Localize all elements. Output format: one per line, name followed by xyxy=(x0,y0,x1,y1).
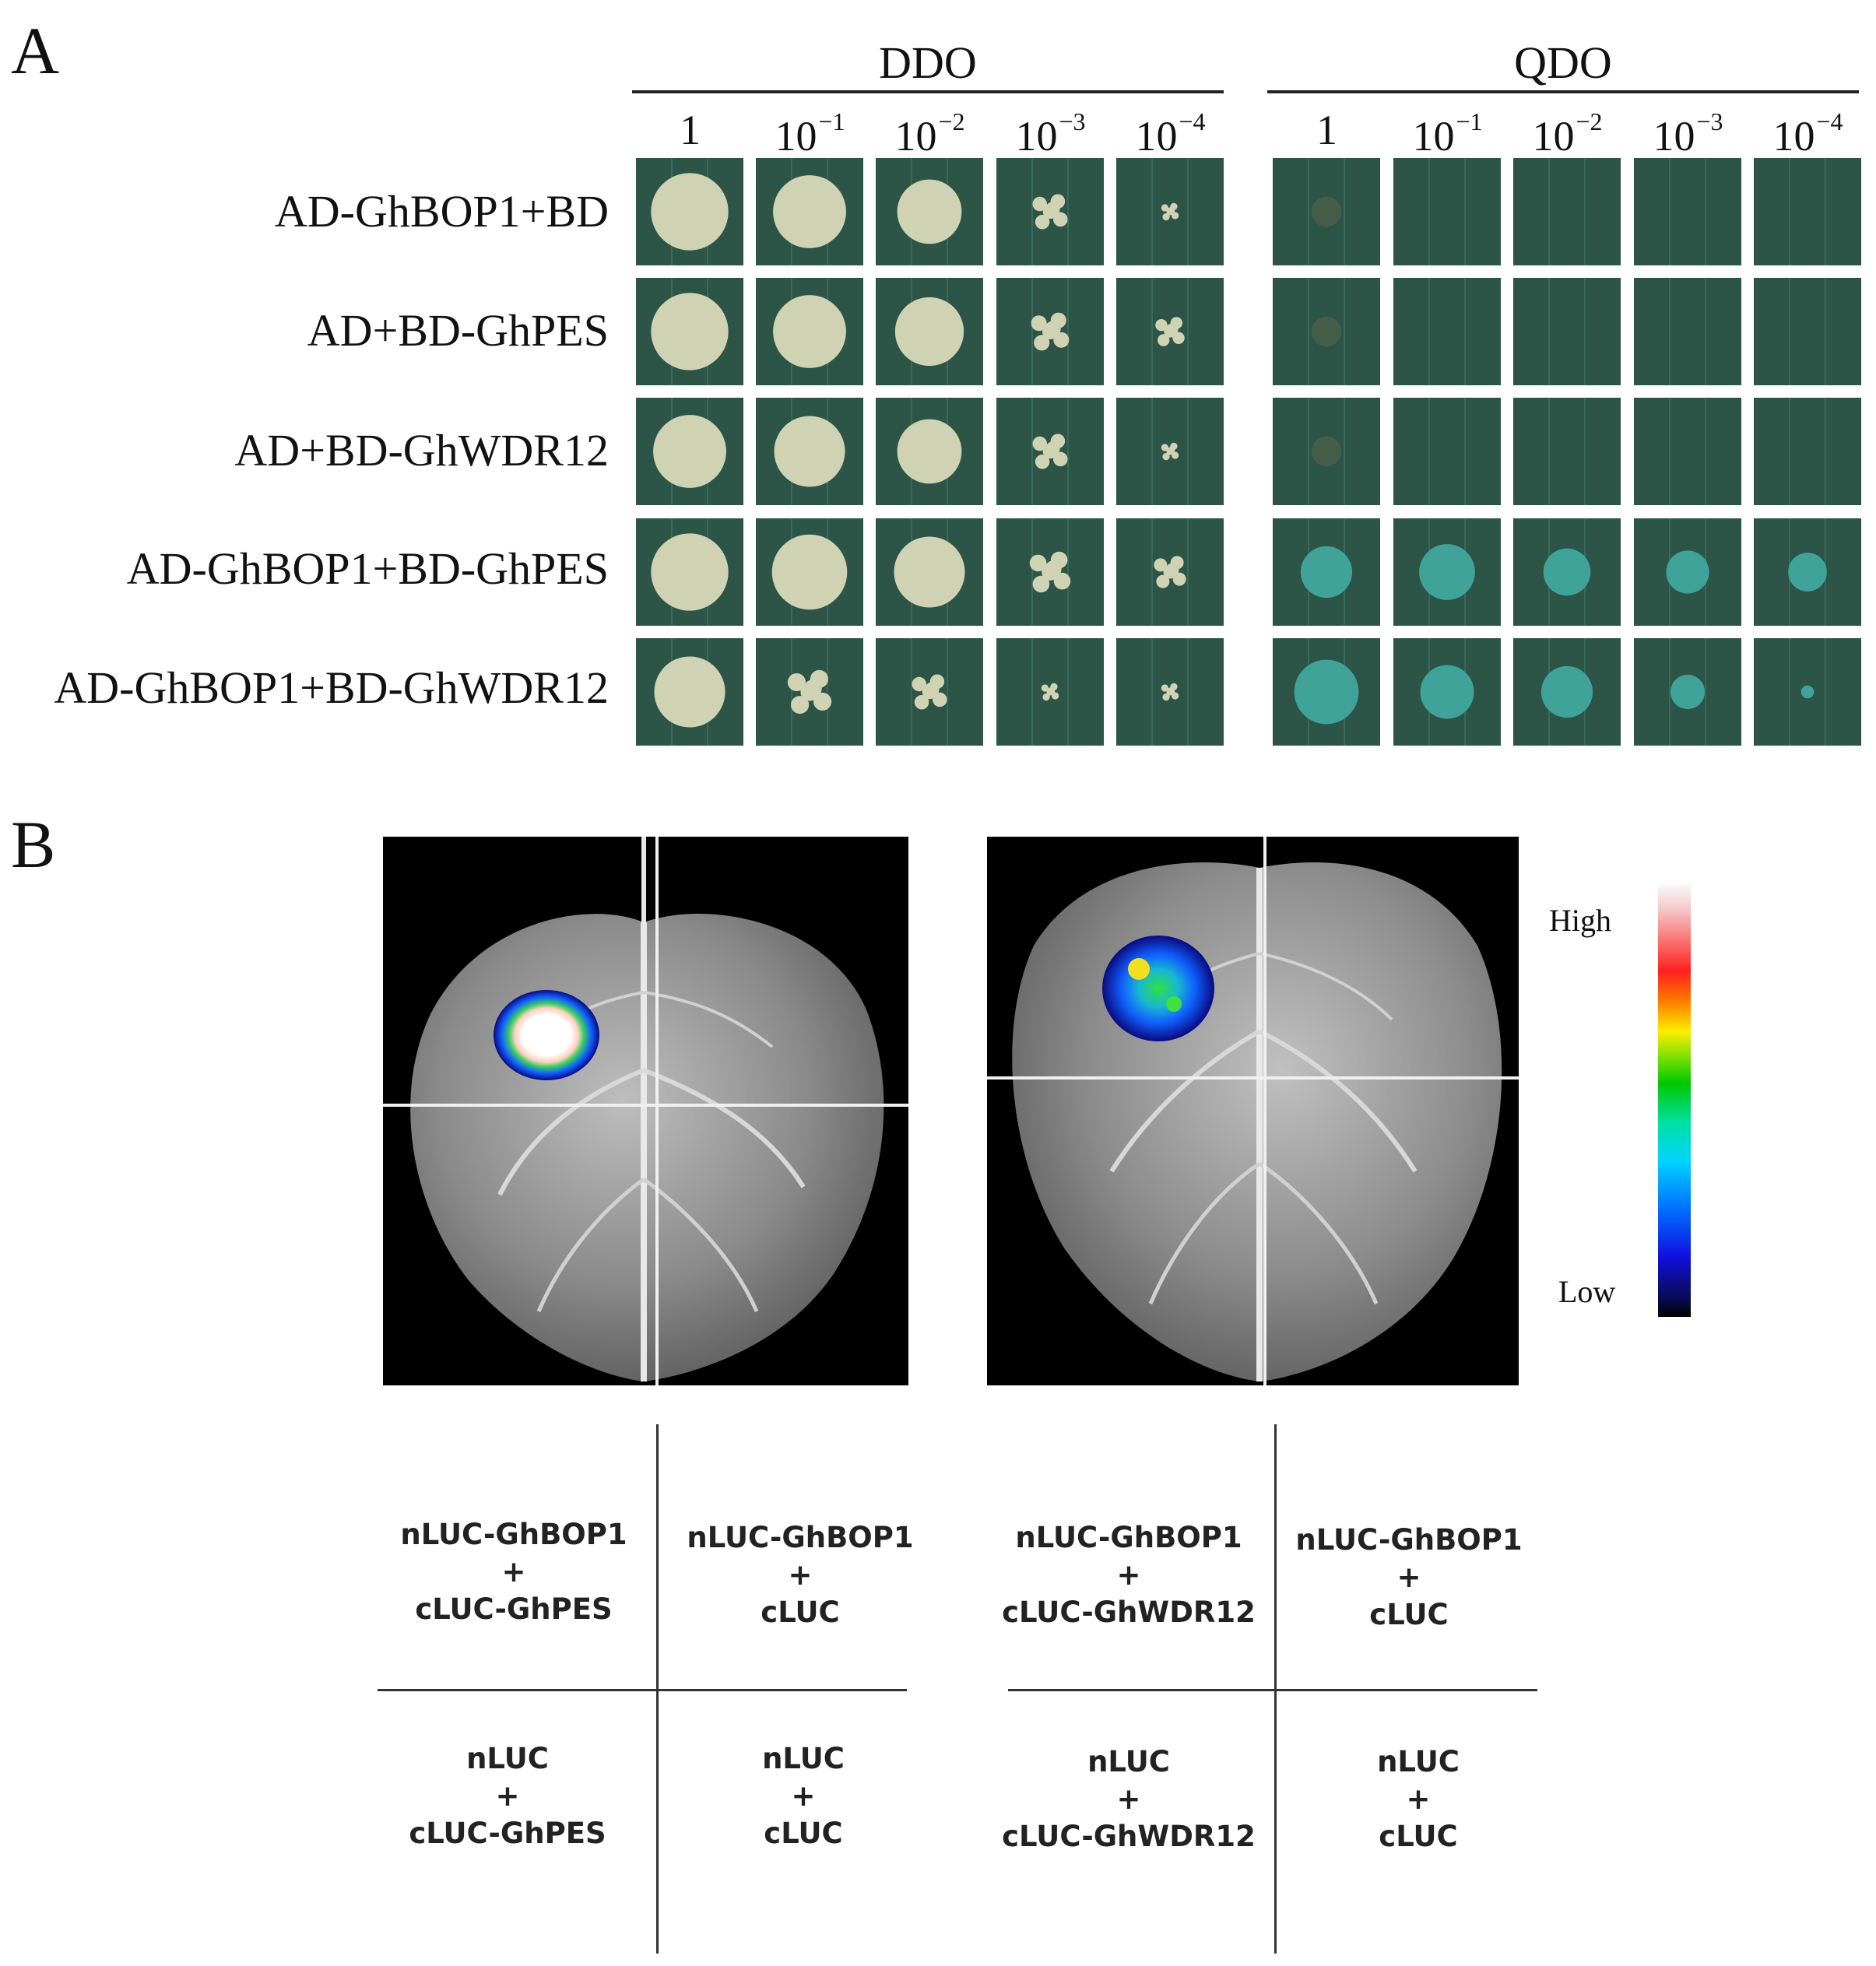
plate-ddo-r5-c1 xyxy=(636,638,743,746)
legend-cell-1-bottom-right: nLUC+cLUC xyxy=(762,1742,845,1850)
plate-ddo-r2-c2 xyxy=(756,278,863,385)
plate-qdo-r5-c4 xyxy=(1634,638,1741,746)
plate-qdo-r3-c3 xyxy=(1513,398,1621,505)
dilution-label-ddo-5: 10−4 xyxy=(1135,107,1206,160)
plate-ddo-r1-c3 xyxy=(876,158,983,265)
plate-ddo-r1-c5 xyxy=(1116,158,1224,265)
plate-qdo-r1-c5 xyxy=(1754,158,1861,265)
plate-ddo-r1-c4 xyxy=(996,158,1104,265)
dilution-label-ddo-4: 10−3 xyxy=(1015,107,1086,160)
plate-qdo-r2-c5 xyxy=(1754,278,1861,385)
legend-divider-h-2 xyxy=(1008,1689,1537,1691)
leaf-image-1 xyxy=(383,837,908,1385)
legend-cell-1-top-left: nLUC-GhBOP1+cLUC-GhPES xyxy=(400,1518,627,1626)
legend-cell-1-top-right: nLUC-GhBOP1+cLUC xyxy=(687,1521,914,1629)
group-label-ddo: DDO xyxy=(879,37,977,88)
plate-qdo-r2-c2 xyxy=(1393,278,1501,385)
plate-ddo-r5-c4 xyxy=(996,638,1104,746)
plate-ddo-r5-c2 xyxy=(756,638,863,746)
plate-qdo-r2-c3 xyxy=(1513,278,1621,385)
plate-qdo-r1-c3 xyxy=(1513,158,1621,265)
scale-high-label: High xyxy=(1549,903,1611,938)
plate-ddo-r2-c1 xyxy=(636,278,743,385)
plate-qdo-r5-c5 xyxy=(1754,638,1861,746)
plate-qdo-r4-c5 xyxy=(1754,518,1861,626)
plate-ddo-r4-c1 xyxy=(636,518,743,626)
plate-qdo-r5-c1 xyxy=(1273,638,1380,746)
plate-qdo-r5-c2 xyxy=(1393,638,1501,746)
group-rule-qdo xyxy=(1267,90,1859,93)
row-label-3: AD+BD-GhWDR12 xyxy=(234,425,609,476)
plate-ddo-r3-c3 xyxy=(876,398,983,505)
plate-ddo-r3-c4 xyxy=(996,398,1104,505)
legend-cell-1-bottom-left: nLUC+cLUC-GhPES xyxy=(409,1742,606,1850)
legend-cell-2-top-left: nLUC-GhBOP1+cLUC-GhWDR12 xyxy=(1002,1521,1256,1629)
plate-ddo-r2-c3 xyxy=(876,278,983,385)
plate-ddo-r5-c3 xyxy=(876,638,983,746)
plate-ddo-r4-c4 xyxy=(996,518,1104,626)
luminescence-signal xyxy=(494,990,599,1080)
panel-letter-b: B xyxy=(11,807,56,882)
plate-qdo-r3-c1 xyxy=(1273,398,1380,505)
legend-divider-h-1 xyxy=(378,1689,907,1691)
plate-qdo-r2-c1 xyxy=(1273,278,1380,385)
plate-qdo-r5-c3 xyxy=(1513,638,1621,746)
luminescence-colorbar xyxy=(1658,884,1691,1317)
row-label-5: AD-GhBOP1+BD-GhWDR12 xyxy=(54,662,609,713)
row-label-1: AD-GhBOP1+BD xyxy=(274,186,609,237)
plate-ddo-r4-c2 xyxy=(756,518,863,626)
plate-ddo-r3-c1 xyxy=(636,398,743,505)
dilution-label-ddo-1: 1 xyxy=(680,107,701,153)
scale-low-label: Low xyxy=(1558,1274,1616,1309)
plate-ddo-r3-c5 xyxy=(1116,398,1224,505)
leaf-shape xyxy=(410,914,884,1381)
plate-ddo-r3-c2 xyxy=(756,398,863,505)
plate-qdo-r3-c2 xyxy=(1393,398,1501,505)
plate-qdo-r1-c4 xyxy=(1634,158,1741,265)
plate-qdo-r4-c1 xyxy=(1273,518,1380,626)
plate-ddo-r2-c5 xyxy=(1116,278,1224,385)
plate-qdo-r4-c4 xyxy=(1634,518,1741,626)
plate-qdo-r2-c4 xyxy=(1634,278,1741,385)
dilution-label-ddo-3: 10−2 xyxy=(894,107,965,160)
plate-ddo-r5-c5 xyxy=(1116,638,1224,746)
plate-ddo-r2-c4 xyxy=(996,278,1104,385)
panel-letter-a: A xyxy=(11,13,60,88)
dilution-label-qdo-2: 10−1 xyxy=(1412,107,1483,160)
plate-qdo-r1-c1 xyxy=(1273,158,1380,265)
row-label-4: AD-GhBOP1+BD-GhPES xyxy=(126,543,609,594)
row-label-2: AD+BD-GhPES xyxy=(307,305,609,356)
plate-ddo-r1-c2 xyxy=(756,158,863,265)
legend-cell-2-bottom-left: nLUC+cLUC-GhWDR12 xyxy=(1002,1745,1256,1853)
legend-cell-2-top-right: nLUC-GhBOP1+cLUC xyxy=(1295,1523,1523,1631)
plate-qdo-r4-c2 xyxy=(1393,518,1501,626)
plate-ddo-r4-c3 xyxy=(876,518,983,626)
luminescence-signal xyxy=(1102,936,1214,1041)
dilution-label-qdo-3: 10−2 xyxy=(1532,107,1603,160)
plate-ddo-r1-c1 xyxy=(636,158,743,265)
group-label-qdo: QDO xyxy=(1514,37,1612,88)
group-rule-ddo xyxy=(632,90,1224,93)
legend-cell-2-bottom-right: nLUC+cLUC xyxy=(1377,1745,1460,1853)
plate-qdo-r1-c2 xyxy=(1393,158,1501,265)
plate-qdo-r3-c5 xyxy=(1754,398,1861,505)
dilution-label-qdo-4: 10−3 xyxy=(1653,107,1723,160)
dilution-label-ddo-2: 10−1 xyxy=(775,107,845,160)
dilution-label-qdo-1: 1 xyxy=(1316,107,1337,153)
leaf-image-2 xyxy=(987,837,1519,1385)
plate-qdo-r3-c4 xyxy=(1634,398,1741,505)
plate-qdo-r4-c3 xyxy=(1513,518,1621,626)
dilution-label-qdo-5: 10−4 xyxy=(1772,107,1843,160)
plate-ddo-r4-c5 xyxy=(1116,518,1224,626)
